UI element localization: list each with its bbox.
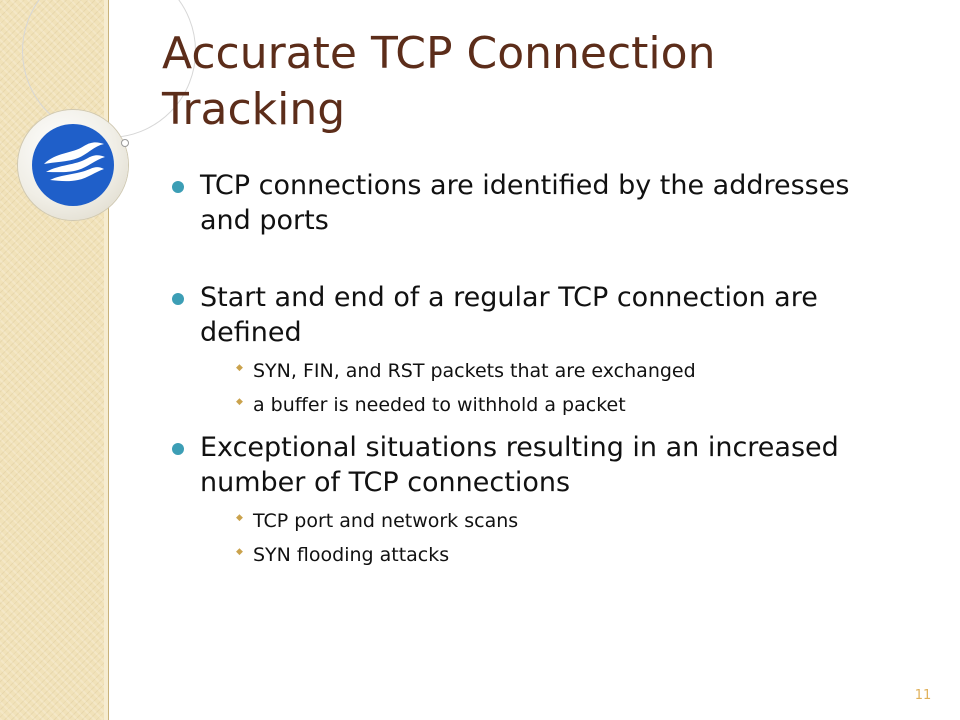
bullet-dot-icon xyxy=(172,443,184,455)
sub-bullet-text: a buffer is needed to withhold a packet xyxy=(253,394,626,416)
bullet-dot-icon xyxy=(172,181,184,193)
bullet-list: TCP connections are identified by the ad… xyxy=(172,168,902,568)
sub-bullet-item: ◆ SYN, FIN, and RST packets that are exc… xyxy=(200,358,902,384)
sub-bullet-icon: ◆ xyxy=(236,513,243,523)
bullet-text: Start and end of a regular TCP connectio… xyxy=(200,282,818,348)
sub-bullet-item: ◆ a buffer is needed to withhold a packe… xyxy=(200,392,902,418)
page-number: 11 xyxy=(914,688,932,703)
bullet-item: Start and end of a regular TCP connectio… xyxy=(172,280,902,418)
emblem-wing-icon xyxy=(32,124,114,206)
sub-bullet-icon: ◆ xyxy=(236,397,243,407)
title-line-2: Tracking xyxy=(162,84,346,135)
sub-bullet-icon: ◆ xyxy=(236,547,243,557)
title-line-1: Accurate TCP Connection xyxy=(162,28,716,79)
sub-bullet-list: ◆ SYN, FIN, and RST packets that are exc… xyxy=(200,358,902,418)
sub-bullet-text: SYN, FIN, and RST packets that are excha… xyxy=(253,360,696,382)
logo-badge xyxy=(18,110,128,220)
sidebar-divider xyxy=(104,0,109,720)
sub-bullet-icon: ◆ xyxy=(236,363,243,373)
sub-bullet-text: SYN flooding attacks xyxy=(253,544,450,566)
bullet-item: TCP connections are identified by the ad… xyxy=(172,168,902,238)
bullet-text: Exceptional situations resulting in an i… xyxy=(200,432,839,498)
decorative-dot xyxy=(121,139,129,147)
bullet-item: Exceptional situations resulting in an i… xyxy=(172,430,902,568)
sub-bullet-text: TCP port and network scans xyxy=(253,510,519,532)
sub-bullet-list: ◆ TCP port and network scans ◆ SYN flood… xyxy=(200,508,902,568)
sub-bullet-item: ◆ SYN flooding attacks xyxy=(200,542,902,568)
bullet-dot-icon xyxy=(172,293,184,305)
slide-title: Accurate TCP Connection Tracking xyxy=(162,26,922,138)
bullet-text: TCP connections are identified by the ad… xyxy=(200,170,850,236)
sub-bullet-item: ◆ TCP port and network scans xyxy=(200,508,902,534)
